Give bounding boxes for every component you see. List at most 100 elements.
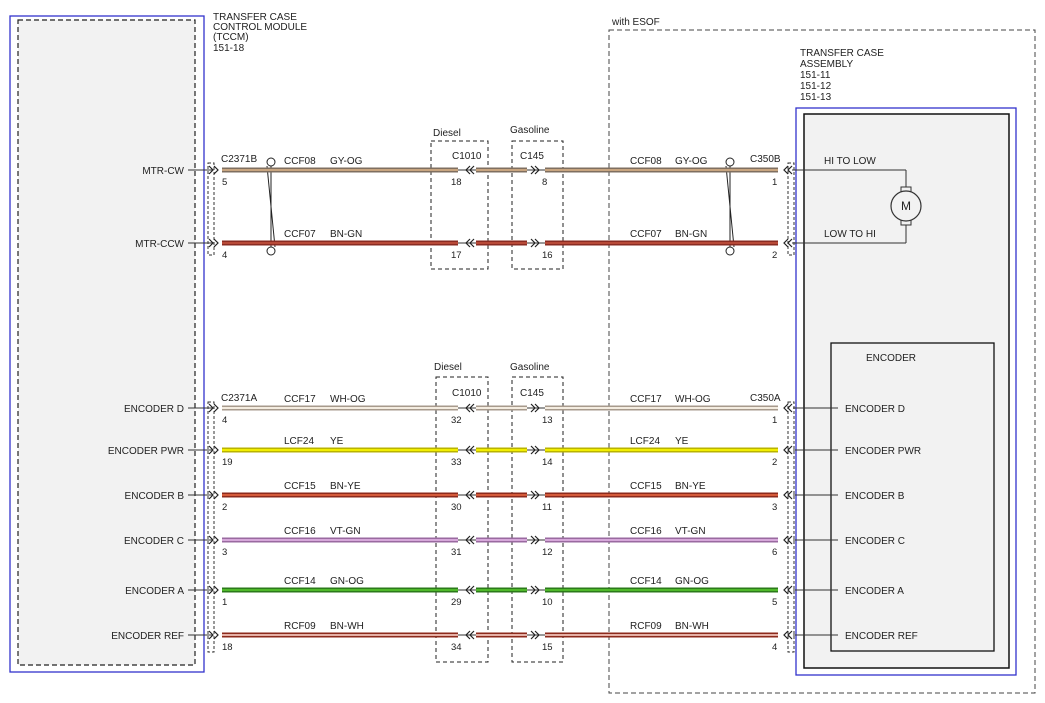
tca-pin-arrow-icon <box>787 490 793 500</box>
diesel-pin-arrow-icon <box>465 535 471 545</box>
gasoline-pin-arrow-icon <box>530 445 536 455</box>
encoder-box <box>830 342 995 652</box>
tccm-pin-arrow-icon <box>213 238 219 248</box>
pin-number-gasoline: 11 <box>542 502 552 513</box>
tccm-title-line-1: TRANSFER CASE <box>213 12 297 23</box>
pin-number-diesel: 18 <box>451 177 462 188</box>
motor-hi-to-low-label: HI TO LOW <box>824 156 876 167</box>
pin-number-tca: 4 <box>772 642 777 653</box>
tccm-pin-arrow-icon <box>208 403 214 413</box>
encoder-label: ENCODER <box>866 353 916 364</box>
color-code-left: VT-GN <box>330 526 361 537</box>
tca-pin-arrow-icon <box>783 165 789 175</box>
gasoline-pin-arrow-icon <box>534 238 540 248</box>
pin-number-diesel: 34 <box>451 642 462 653</box>
circuit-id-right: LCF24 <box>630 436 660 447</box>
gasoline-pin-arrow-icon <box>530 535 536 545</box>
gasoline-pin-arrow-icon <box>530 585 536 595</box>
tca-pin-arrow-icon <box>783 490 789 500</box>
gasoline-pin-arrow-icon <box>534 585 540 595</box>
pin-number-gasoline: 10 <box>542 597 553 608</box>
pin-number-tccm: 1 <box>222 597 227 608</box>
pin-number-gasoline: 8 <box>542 177 547 188</box>
diesel-pin-arrow-icon <box>469 445 475 455</box>
diesel-pin-arrow-icon <box>465 403 471 413</box>
tccm-signal-label: ENCODER REF <box>111 631 184 642</box>
color-code-right: GY-OG <box>675 156 708 167</box>
pin-number-tccm: 5 <box>222 177 227 188</box>
color-code-left: YE <box>330 436 344 447</box>
tccm-module-outline <box>9 15 205 673</box>
gasoline-pin-arrow-icon <box>534 403 540 413</box>
diesel-connector-label-encoder: C1010 <box>452 388 482 399</box>
circuit-id-right: CCF07 <box>630 229 662 240</box>
color-code-right: BN-GN <box>675 229 707 240</box>
tccm-pin-arrow-icon <box>208 585 214 595</box>
tccm-signal-label: ENCODER D <box>124 404 184 415</box>
tca-title-line-3: 151-11 <box>800 70 831 81</box>
tca-title-line-1: TRANSFER CASE <box>800 48 884 59</box>
diesel-pin-arrow-icon <box>469 490 475 500</box>
gasoline-pin-arrow-icon <box>534 630 540 640</box>
pin-number-gasoline: 13 <box>542 415 553 426</box>
tca-pin-arrow-icon <box>783 535 789 545</box>
pin-number-tca: 1 <box>772 415 777 426</box>
connector-c2371a-outline <box>207 401 215 653</box>
gasoline-pin-arrow-icon <box>530 403 536 413</box>
pin-number-tccm: 18 <box>222 642 233 653</box>
tca-signal-label: ENCODER A <box>845 586 904 597</box>
tca-pin-arrow-icon <box>783 403 789 413</box>
pin-number-diesel: 30 <box>451 502 462 513</box>
gasoline-label-encoder: Gasoline <box>510 362 550 373</box>
motor-icon: M <box>792 169 922 244</box>
circuit-id-left: RCF09 <box>284 621 316 632</box>
pin-number-tca: 5 <box>772 597 777 608</box>
circuit-id-left: CCF07 <box>284 229 316 240</box>
tca-pin-arrow-icon <box>787 630 793 640</box>
circuit-id-left: CCF14 <box>284 576 316 587</box>
twisted-pair-right-icon <box>725 157 735 256</box>
diesel-pin-arrow-icon <box>469 630 475 640</box>
tca-signal-label: ENCODER D <box>845 404 905 415</box>
gasoline-connector-label-encoder: C145 <box>520 388 544 399</box>
diesel-pin-arrow-icon <box>469 585 475 595</box>
tccm-pin-arrow-icon <box>208 238 214 248</box>
circuit-id-left: CCF17 <box>284 394 316 405</box>
tca-outline <box>795 107 1017 676</box>
pin-number-tca: 2 <box>772 457 777 468</box>
circuit-id-right: CCF17 <box>630 394 662 405</box>
pin-number-tca: 2 <box>772 250 777 261</box>
diesel-pin-arrow-icon <box>469 403 475 413</box>
tccm-signal-label: MTR-CW <box>142 166 184 177</box>
gasoline-pin-arrow-icon <box>534 165 540 175</box>
esof-label: with ESOF <box>611 17 660 28</box>
pin-number-gasoline: 16 <box>542 250 553 261</box>
gasoline-pin-arrow-icon <box>530 238 536 248</box>
connector-c350a-label: C350A <box>750 393 781 404</box>
circuit-id-right: CCF14 <box>630 576 662 587</box>
gasoline-connector-box-motor <box>511 140 564 270</box>
gasoline-pin-arrow-icon <box>534 490 540 500</box>
tca-title-line-5: 151-13 <box>800 92 832 103</box>
diesel-connector-label-motor: C1010 <box>452 151 482 162</box>
pin-number-tccm: 2 <box>222 502 227 513</box>
diesel-connector-box-encoder <box>435 376 489 663</box>
connector-c2371a-label: C2371A <box>221 393 257 404</box>
tca-signal-label: ENCODER B <box>845 491 905 502</box>
pin-number-tca: 3 <box>772 502 777 513</box>
color-code-right: GN-OG <box>675 576 709 587</box>
tca-pin-arrow-icon <box>783 585 789 595</box>
diesel-pin-arrow-icon <box>465 585 471 595</box>
tccm-title-line-2: CONTROL MODULE <box>213 22 307 33</box>
circuit-id-left: CCF08 <box>284 156 316 167</box>
tca-signal-label: ENCODER PWR <box>845 446 921 457</box>
pin-number-diesel: 32 <box>451 415 462 426</box>
gasoline-label-motor: Gasoline <box>510 125 550 136</box>
color-code-left: BN-YE <box>330 481 361 492</box>
pin-number-gasoline: 15 <box>542 642 553 653</box>
tccm-signal-label: ENCODER B <box>125 491 185 502</box>
